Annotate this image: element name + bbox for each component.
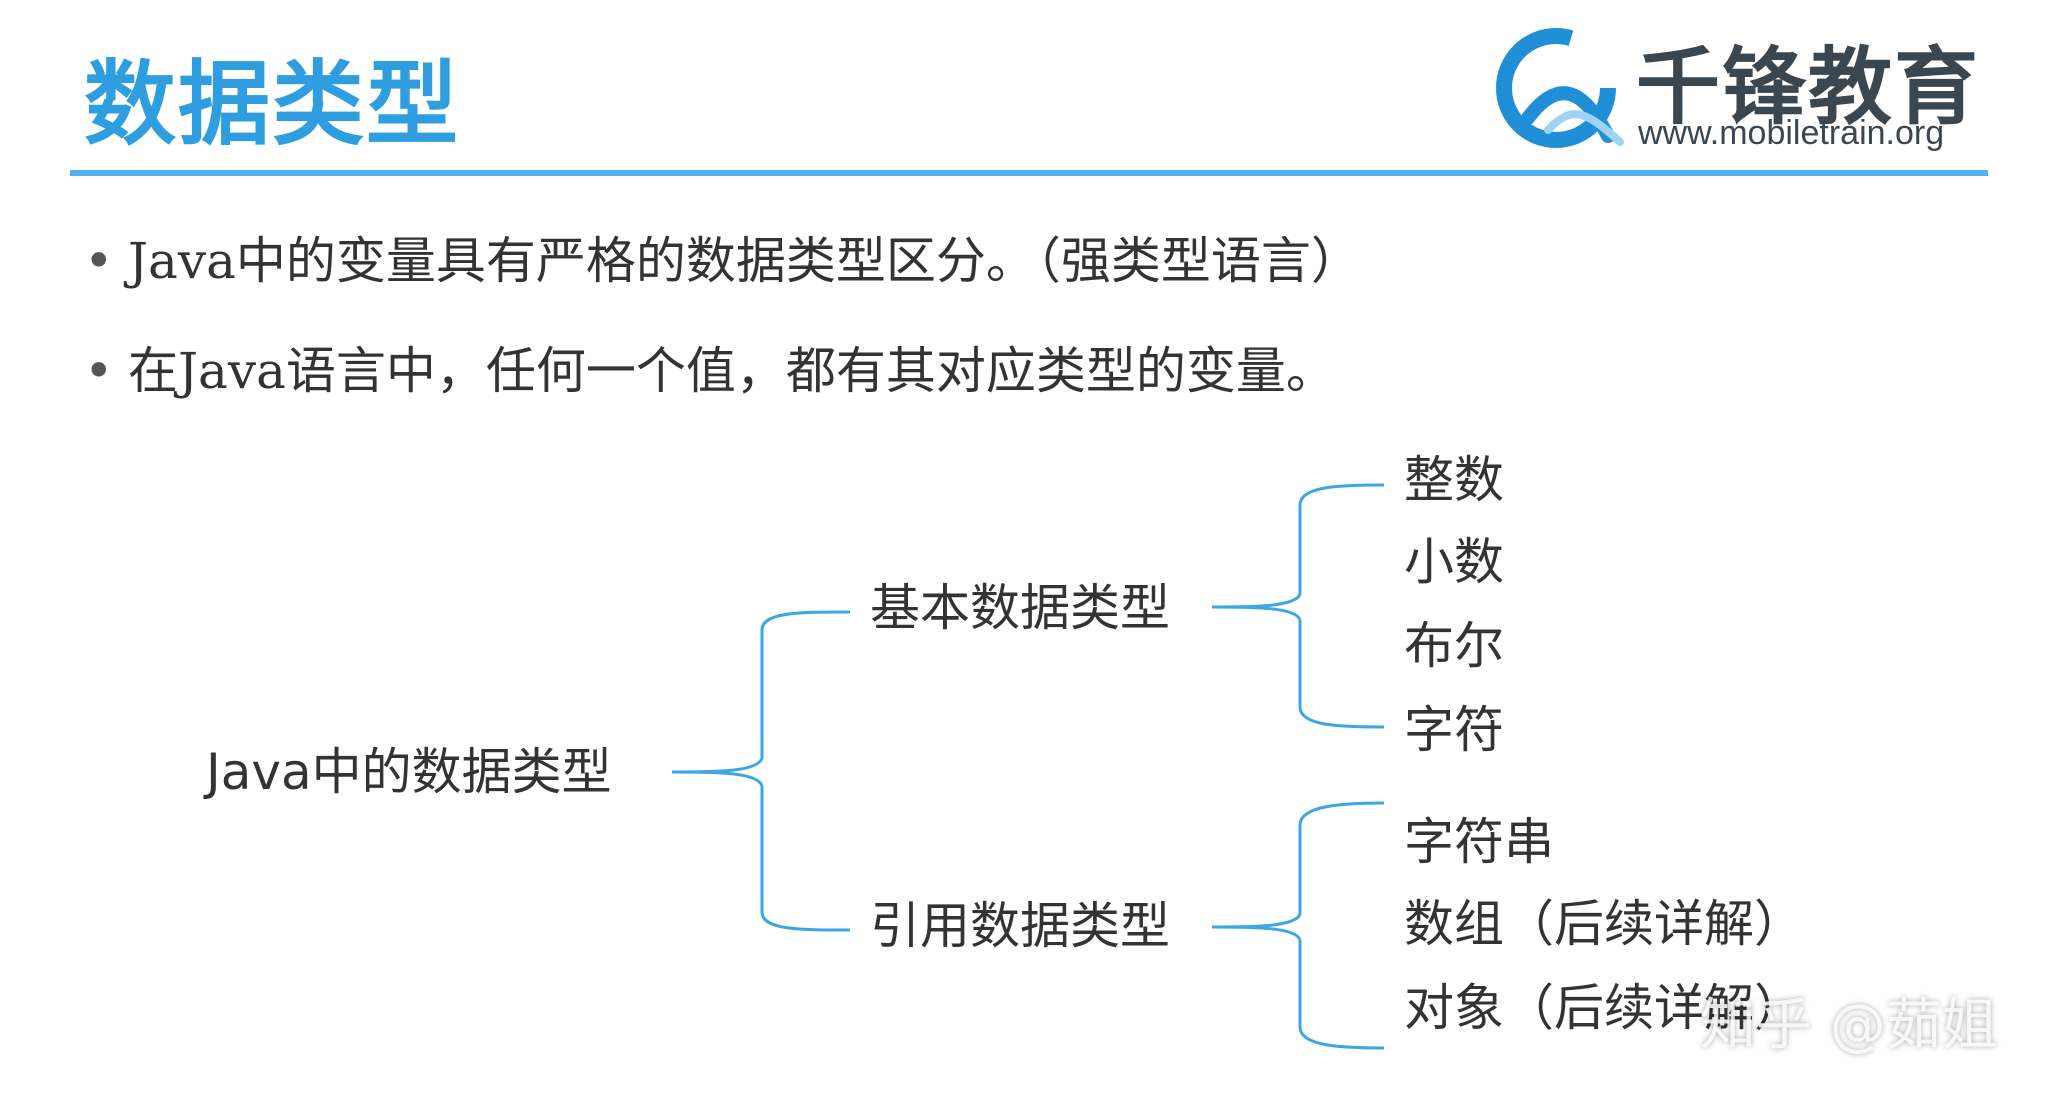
root-node: Java中的数据类型 (206, 743, 612, 801)
reference-types-bracket (1211, 801, 1385, 1050)
bullet-item: •Java中的变量具有严格的数据类型区分。（强类型语言） (84, 226, 1361, 336)
bullet-list: •Java中的变量具有严格的数据类型区分。（强类型语言） •在Java语言中，任… (84, 226, 1361, 446)
brand-logo-name: 千锋教育 (1636, 38, 1981, 136)
leaf-object: 对象（后续详解） (1404, 979, 1804, 1037)
watermark: 知乎 @茹姐 (1700, 993, 1998, 1058)
brand-logo-icon (1496, 28, 1624, 148)
bullet-item: •在Java语言中，任何一个值，都有其对应类型的变量。 (84, 336, 1361, 446)
branch-reference-types: 引用数据类型 (870, 897, 1170, 955)
bullet-marker: • (84, 342, 114, 400)
leaf-array: 数组（后续详解） (1404, 895, 1804, 953)
leaf-integer: 整数 (1404, 451, 1504, 509)
header-divider (70, 170, 1988, 176)
bullet-text: Java中的变量具有严格的数据类型区分。（强类型语言） (128, 232, 1361, 290)
page-title: 数据类型 (84, 51, 461, 158)
branch-basic-types: 基本数据类型 (870, 579, 1170, 637)
bullet-text: 在Java语言中，任何一个值，都有其对应类型的变量。 (128, 342, 1336, 400)
leaf-decimal: 小数 (1404, 533, 1504, 591)
bullet-marker: • (84, 232, 114, 290)
leaf-char: 字符 (1404, 701, 1504, 759)
basic-types-bracket (1211, 483, 1385, 729)
brand-logo: 千锋教育 www.mobiletrain.org (1488, 18, 1988, 158)
root-bracket (671, 610, 851, 932)
leaf-boolean: 布尔 (1404, 617, 1504, 675)
leaf-string: 字符串 (1404, 813, 1554, 871)
brand-logo-url: www.mobiletrain.org (1638, 114, 1945, 152)
